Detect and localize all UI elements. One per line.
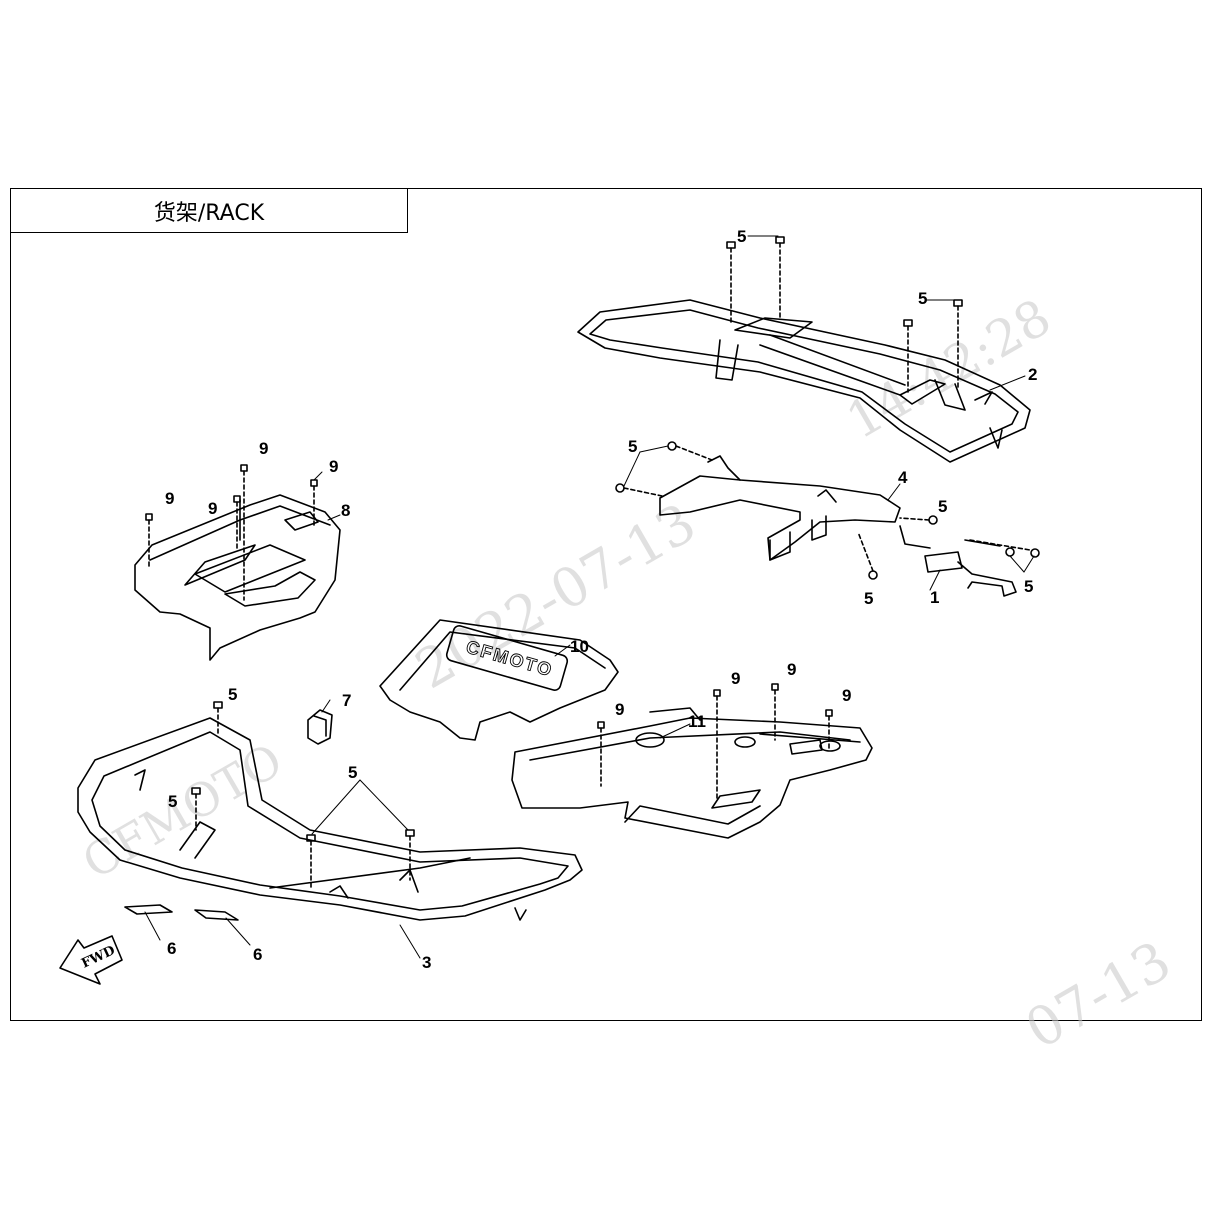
- callout-5: 5: [737, 227, 746, 246]
- rear-support-bracket-part-4: [659, 455, 901, 561]
- callout-5: 5: [168, 792, 177, 811]
- callout-5: 5: [348, 763, 357, 782]
- clip-part-7: [307, 709, 333, 745]
- page-title: 货架/RACK: [153, 200, 265, 226]
- title-box: 货架/RACK: [10, 188, 408, 233]
- callout-9: 9: [731, 669, 740, 688]
- callout-5: 5: [918, 289, 927, 308]
- callout-9: 9: [329, 457, 338, 476]
- callout-6: 6: [253, 945, 262, 964]
- watermark: CFMOTO 2022-07-13 14:42:28 07-13: [74, 288, 1182, 1061]
- callout-8: 8: [341, 501, 350, 520]
- callout-10: 10: [570, 637, 589, 656]
- callout-9: 9: [842, 686, 851, 705]
- callout-5: 5: [938, 497, 947, 516]
- callout-5: 5: [228, 685, 237, 704]
- callout-9: 9: [259, 439, 268, 458]
- watermark-right-top: 14:42:28: [837, 288, 1060, 451]
- leader-lines: [144, 235, 1035, 959]
- callout-5: 5: [864, 589, 873, 608]
- callout-9: 9: [615, 700, 624, 719]
- rear-rack-frame-part-2: [577, 299, 1031, 463]
- bracket-plate-part-1: [899, 525, 1017, 597]
- callout-1: 1: [930, 588, 939, 607]
- watermark-middle: 2022-07-13: [405, 491, 706, 701]
- rear-rack-cover-part-11: [511, 707, 873, 839]
- callout-5: 5: [628, 437, 637, 456]
- callout-2: 2: [1028, 365, 1037, 384]
- strip-part-6-left: [124, 904, 173, 915]
- callout-numbers: 5 5 2 5 4 5 1 5 5 9 9 9 9 8 10 7 5 5 5 9…: [165, 227, 1037, 972]
- callout-7: 7: [342, 691, 351, 710]
- watermark-right-bottom: 07-13: [1015, 929, 1181, 1061]
- trim-panel-part-10: [379, 619, 619, 741]
- fwd-arrow-icon: [59, 935, 123, 985]
- callout-9: 9: [165, 489, 174, 508]
- front-rack-cover-part-8: [134, 494, 341, 661]
- callout-9: 9: [208, 499, 217, 518]
- callout-6: 6: [167, 939, 176, 958]
- callout-3: 3: [422, 953, 431, 972]
- callout-5: 5: [1024, 577, 1033, 596]
- drawing-frame: [10, 188, 1202, 1021]
- strip-part-6-right: [194, 909, 239, 921]
- callout-4: 4: [898, 468, 908, 487]
- callout-9: 9: [787, 660, 796, 679]
- front-rack-frame-part-3: [77, 717, 583, 921]
- callout-11: 11: [688, 712, 706, 731]
